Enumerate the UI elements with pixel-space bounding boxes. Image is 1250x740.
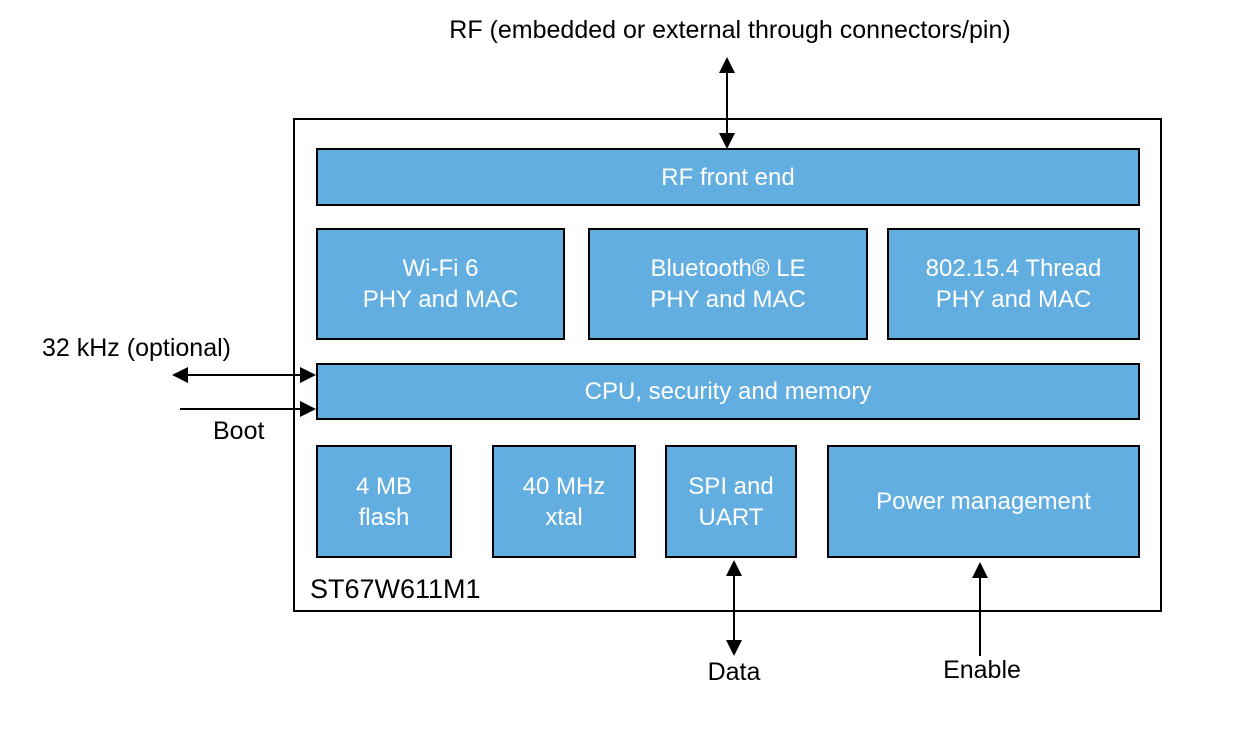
block-bluetooth-line2: PHY and MAC bbox=[650, 286, 806, 313]
block-cpu: CPU, security and memory bbox=[316, 363, 1140, 420]
block-xtal-line2: xtal bbox=[545, 503, 583, 531]
block-spi-uart: SPI and UART bbox=[665, 445, 797, 558]
block-thread-line1: 802.15.4 Thread bbox=[925, 255, 1102, 282]
rf-external-label: RF (embedded or external through connect… bbox=[449, 16, 1011, 44]
boot-external-label: Boot bbox=[213, 417, 265, 445]
block-wifi: Wi-Fi 6 PHY and MAC bbox=[316, 228, 565, 340]
block-thread-line2: PHY and MAC bbox=[935, 286, 1092, 313]
data-external-label: Data bbox=[707, 658, 761, 686]
block-rf-front-end-label: RF front end bbox=[661, 163, 795, 191]
block-xtal: 40 MHz xtal bbox=[492, 445, 636, 558]
block-xtal-line1: 40 MHz bbox=[522, 472, 606, 500]
block-thread: 802.15.4 Thread PHY and MAC bbox=[887, 228, 1140, 340]
block-bluetooth: Bluetooth® LE PHY and MAC bbox=[588, 228, 868, 340]
block-spi-uart-line2: UART bbox=[698, 503, 764, 531]
block-bluetooth-line1: Bluetooth® LE bbox=[650, 255, 806, 282]
block-rf-front-end: RF front end bbox=[316, 148, 1140, 206]
block-flash: 4 MB flash bbox=[316, 445, 452, 558]
clock-external-label: 32 kHz (optional) bbox=[42, 334, 231, 362]
block-power: Power management bbox=[827, 445, 1140, 558]
chip-name-label: ST67W611M1 bbox=[310, 574, 481, 604]
block-flash-line2: flash bbox=[358, 503, 410, 531]
block-wifi-line1: Wi-Fi 6 bbox=[402, 255, 479, 282]
block-cpu-label: CPU, security and memory bbox=[584, 378, 872, 405]
block-power-label: Power management bbox=[876, 488, 1091, 515]
block-spi-uart-line1: SPI and bbox=[688, 472, 774, 500]
block-flash-line1: 4 MB bbox=[355, 472, 412, 500]
enable-external-label: Enable bbox=[943, 656, 1021, 684]
block-wifi-line2: PHY and MAC bbox=[362, 286, 519, 313]
